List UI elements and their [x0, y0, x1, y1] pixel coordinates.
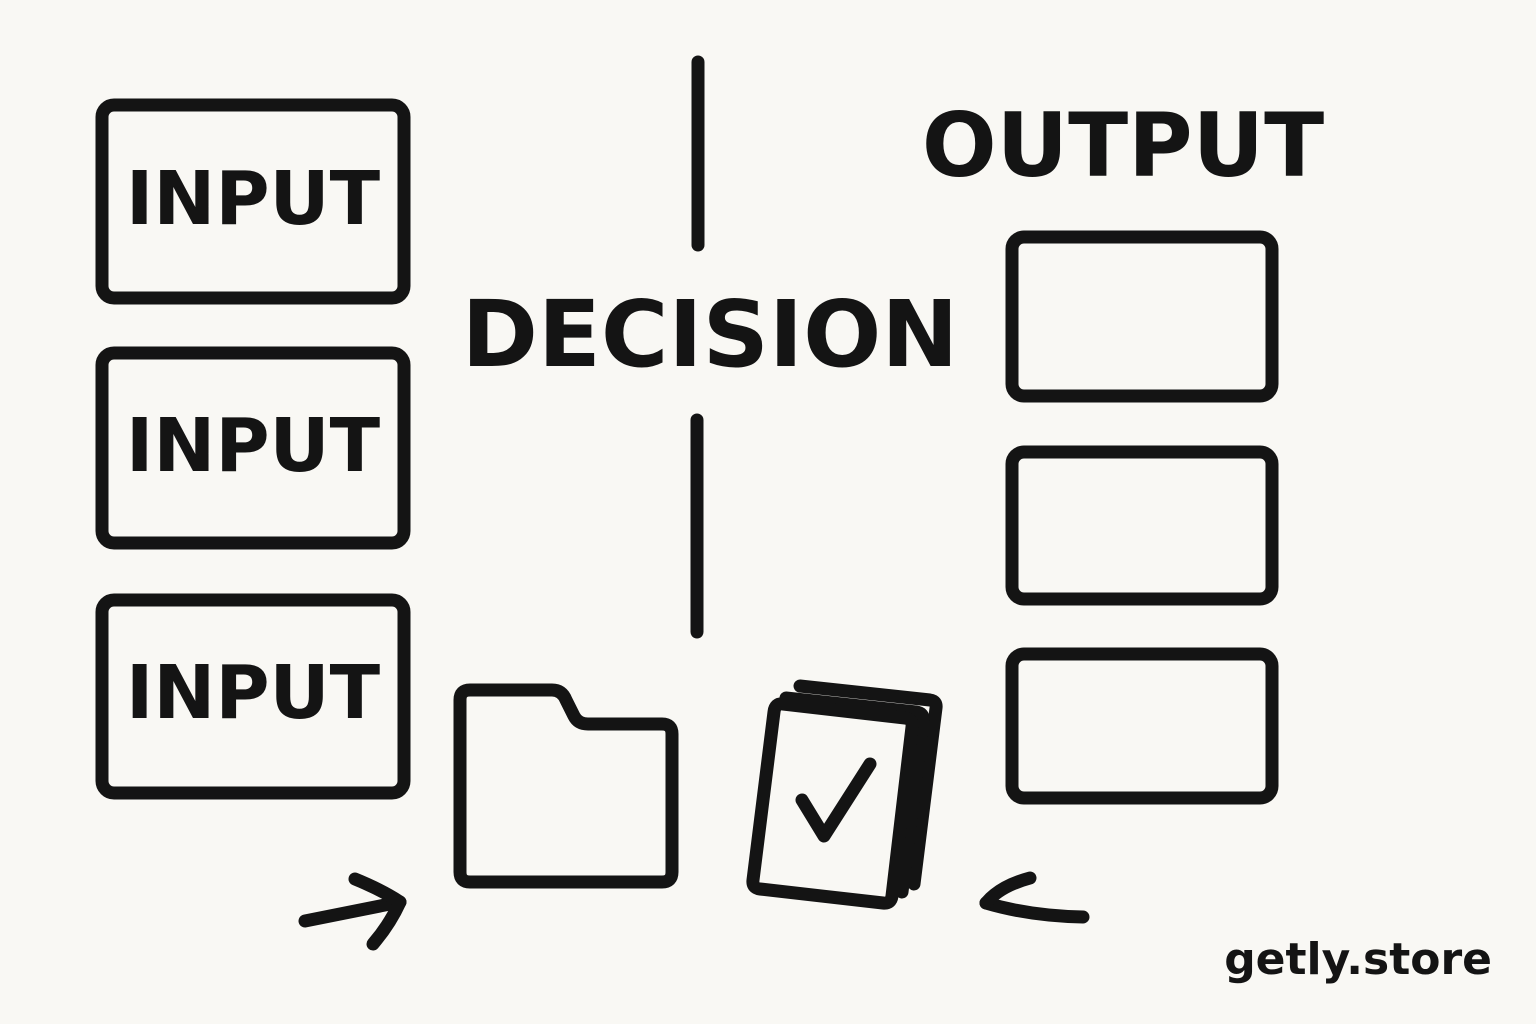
output-box-3 — [1005, 647, 1279, 805]
checked-documents-icon — [746, 679, 943, 910]
output-box-2 — [1005, 445, 1279, 606]
checkmark-icon — [795, 757, 877, 843]
output-box-1 — [1005, 230, 1279, 403]
input-box-2: INPUT — [95, 346, 411, 550]
folder-icon — [453, 683, 679, 889]
input-box-1: INPUT — [95, 98, 411, 305]
watermark: getly.store — [1224, 934, 1492, 985]
arrow-right-icon — [298, 872, 407, 951]
input-label-3: INPUT — [126, 650, 381, 736]
decision-label: DECISION — [462, 281, 959, 388]
input-label-2: INPUT — [126, 403, 381, 489]
arrow-left-icon — [979, 871, 1090, 924]
input-box-3: INPUT — [95, 593, 411, 800]
input-label-1: INPUT — [126, 156, 381, 242]
output-title: OUTPUT — [922, 94, 1324, 197]
